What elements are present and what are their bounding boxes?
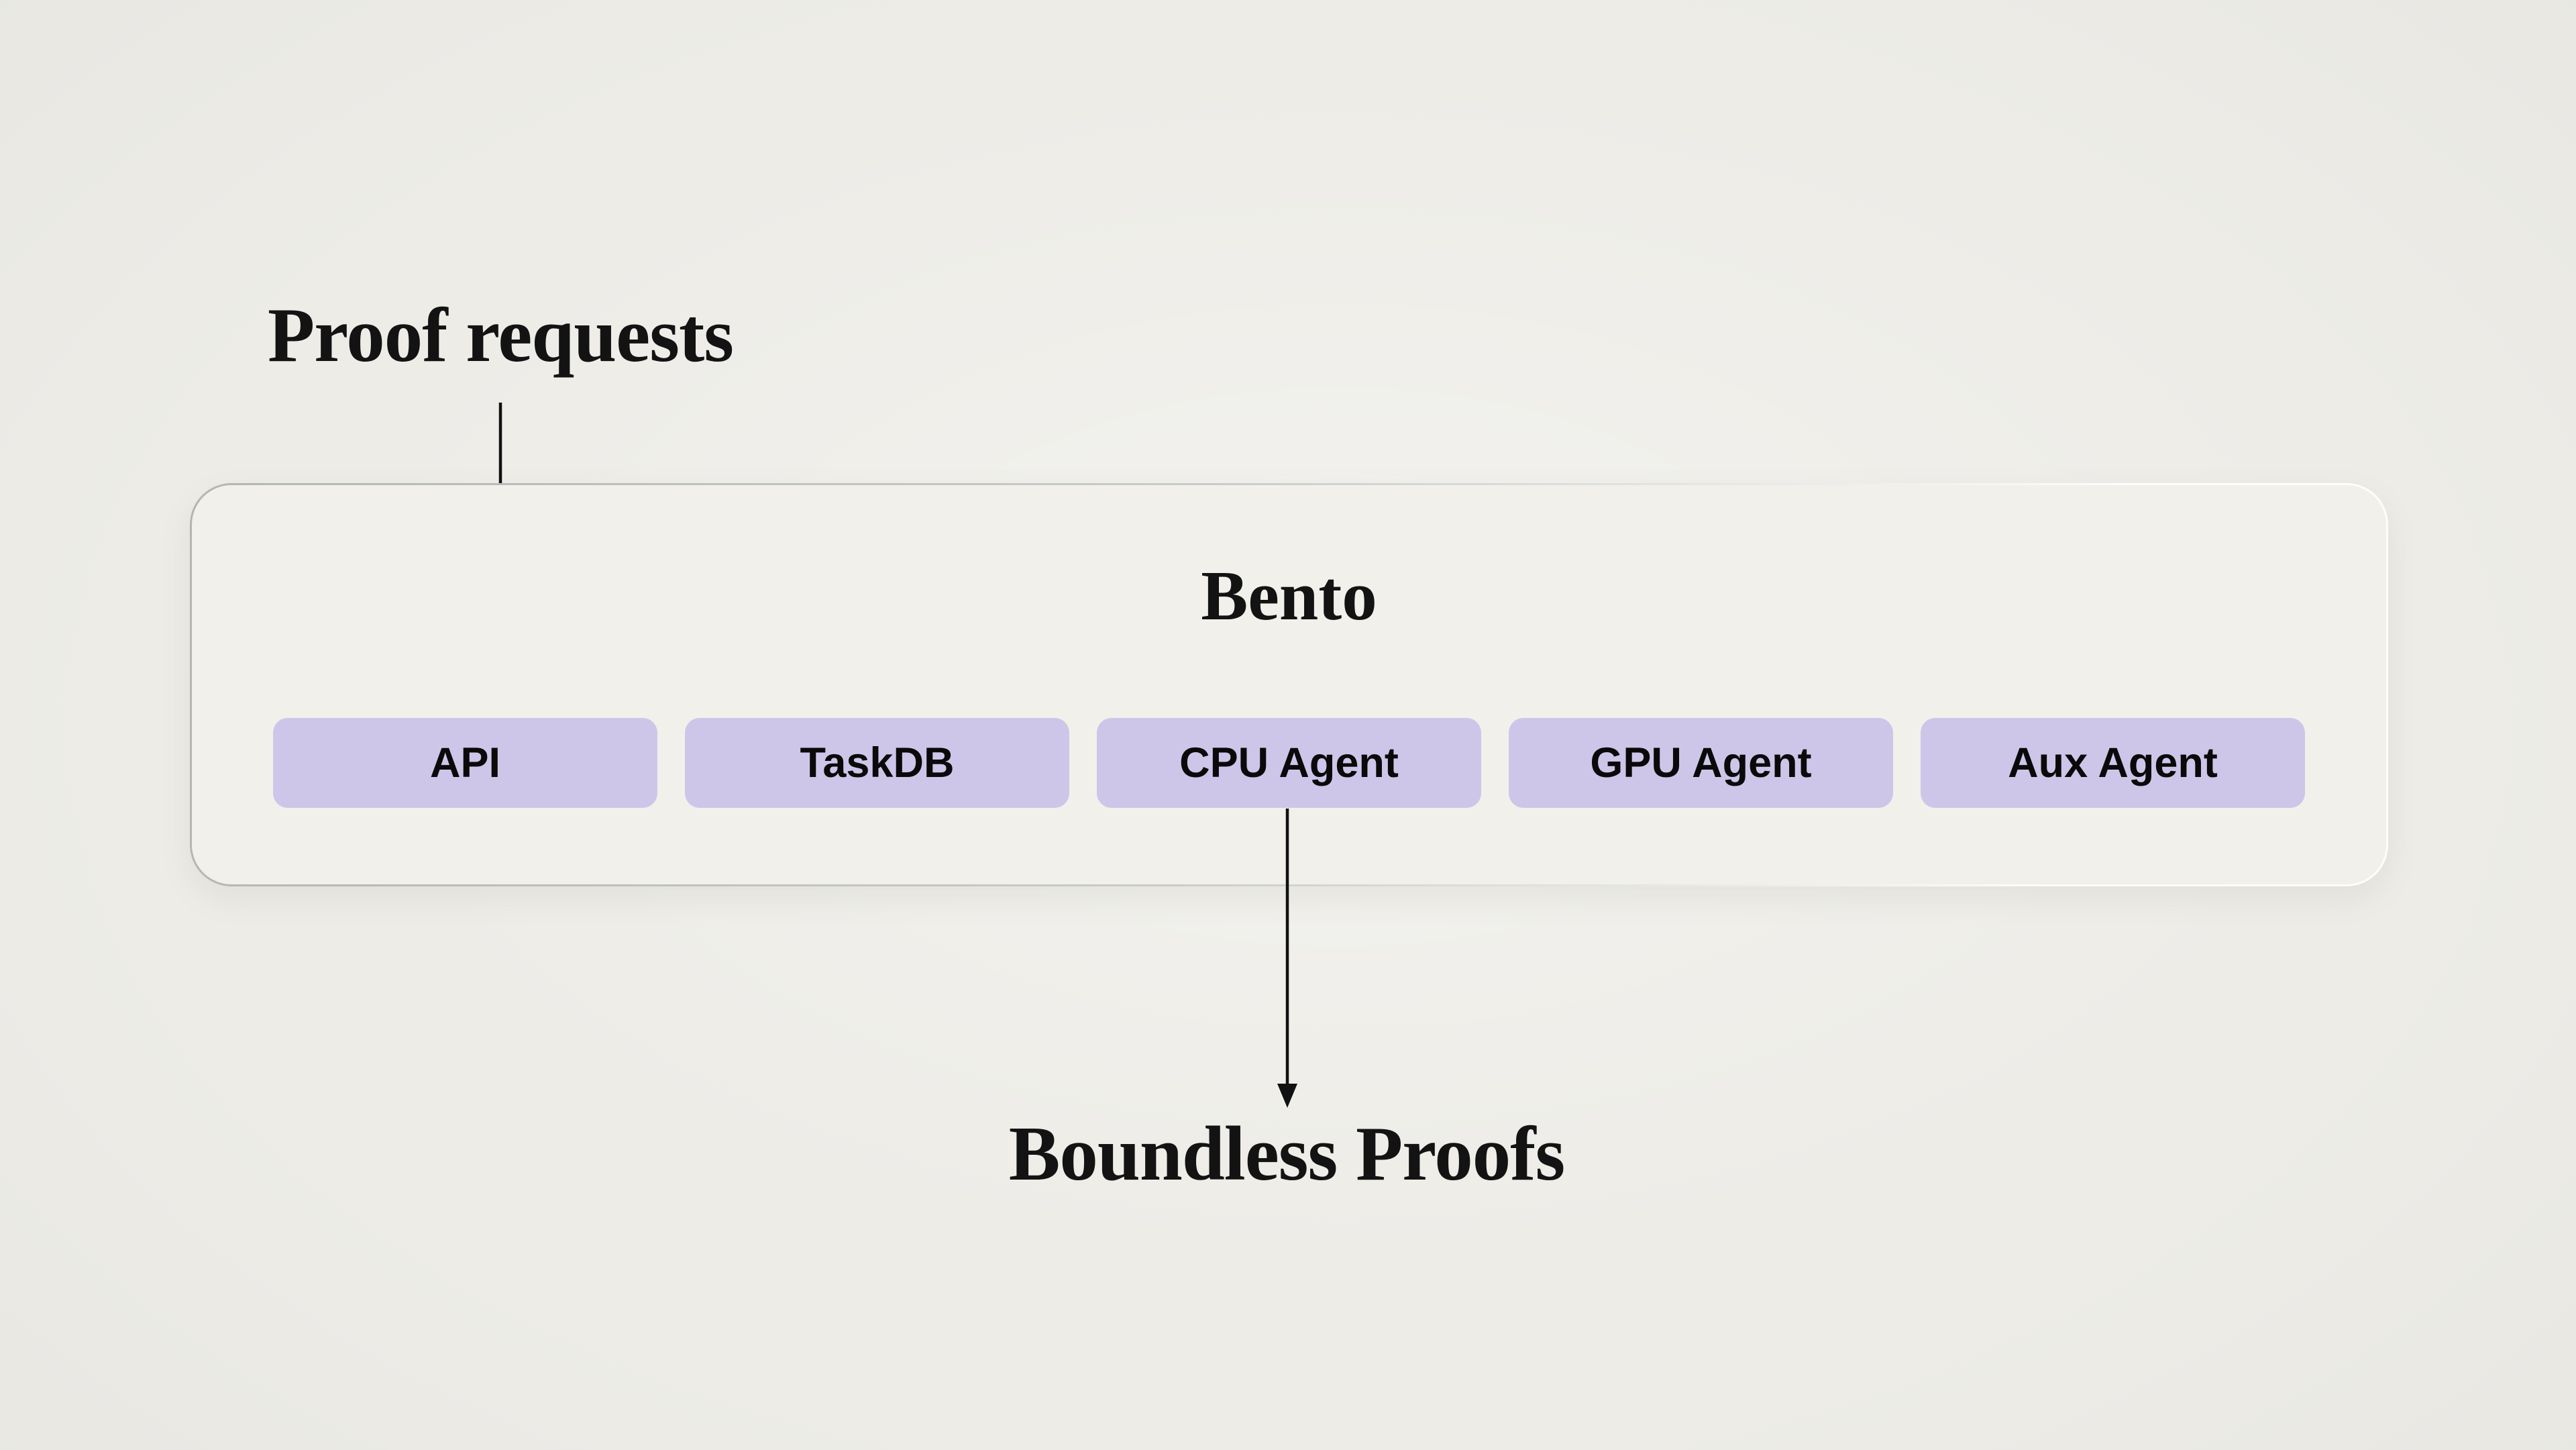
component-box-cpu-agent: CPU Agent [1097,718,1481,808]
component-box-aux-agent: Aux Agent [1921,718,2305,808]
bento-container-inner: Bento API TaskDB CPU Agent GPU Agent Aux… [192,485,2386,884]
component-row: API TaskDB CPU Agent GPU Agent Aux Agent [192,718,2386,808]
component-box-taskdb: TaskDB [685,718,1069,808]
bento-title: Bento [1201,556,1377,635]
component-label: GPU Agent [1590,739,1812,786]
down-arrow-icon [1277,809,1297,1108]
component-label: API [429,739,501,786]
bento-container: Bento API TaskDB CPU Agent GPU Agent Aux… [190,483,2388,886]
component-label: CPU Agent [1179,739,1399,786]
component-label: Aux Agent [2008,739,2218,786]
component-box-gpu-agent: GPU Agent [1509,718,1893,808]
proof-requests-label: Proof requests [267,293,734,378]
boundless-proofs-label: Boundless Proofs [1008,1111,1566,1196]
component-box-api: API [273,718,657,808]
component-label: TaskDB [800,739,955,786]
